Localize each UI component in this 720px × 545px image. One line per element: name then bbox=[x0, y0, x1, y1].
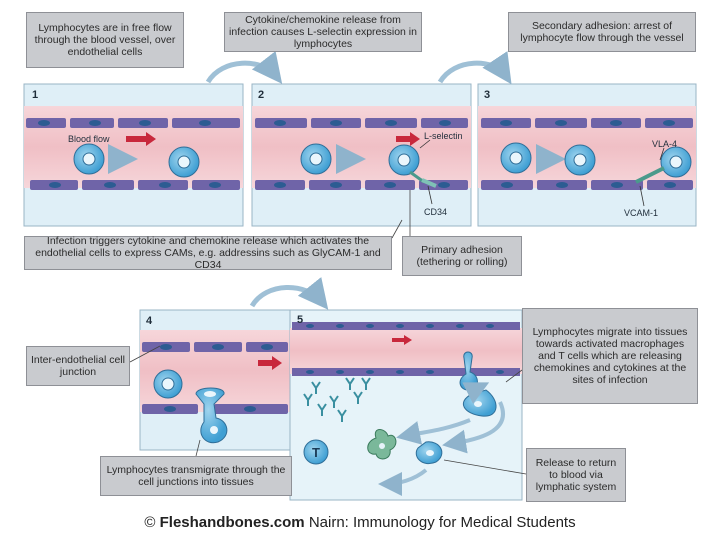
footer-source: Nairn: Immunology for Medical Students bbox=[308, 514, 576, 531]
blood-flow-arrow bbox=[126, 132, 156, 146]
callout-free-flow: Lymphocytes are in free flow through the… bbox=[26, 12, 184, 68]
vla4-label: VLA-4 bbox=[652, 139, 677, 149]
migration-arrow bbox=[442, 401, 505, 454]
blood-flow-arrow bbox=[258, 356, 282, 370]
panel-3-number: 3 bbox=[484, 89, 490, 101]
panel-4-number: 4 bbox=[146, 315, 153, 327]
migration-arrow bbox=[396, 418, 471, 445]
l-selectin-label: L-selectin bbox=[424, 131, 463, 141]
footer-brand: Fleshandbones.com bbox=[159, 514, 305, 531]
panel-1-number: 1 bbox=[32, 89, 38, 101]
panel-5-number: 5 bbox=[297, 314, 303, 326]
step-arrow bbox=[249, 277, 329, 310]
return-arrow bbox=[378, 468, 428, 496]
vcam1-label: VCAM-1 bbox=[624, 208, 658, 218]
blood-flow-arrow bbox=[392, 335, 412, 345]
migration-arrow bbox=[462, 382, 490, 404]
callout-transmigration: Lymphocytes transmigrate through the cel… bbox=[100, 456, 292, 496]
step-arrow bbox=[205, 51, 283, 84]
panel-5: 5 T bbox=[289, 309, 523, 501]
endothelium-bottom bbox=[30, 180, 240, 190]
panel-3: 3 VLA-4 VCAM-1 bbox=[477, 83, 697, 227]
lymphocyte bbox=[153, 369, 183, 399]
blood-flow-label: Blood flow bbox=[68, 134, 110, 144]
lymphocyte bbox=[168, 146, 200, 178]
lymphocyte bbox=[73, 143, 105, 175]
lymphocyte bbox=[500, 142, 532, 174]
lymphocyte bbox=[564, 144, 596, 176]
lymphocyte bbox=[300, 143, 332, 175]
t-cell-label: T bbox=[312, 445, 320, 460]
callout-cell-junction: Inter-endothelial cell junction bbox=[26, 346, 130, 386]
chemokine-molecules bbox=[303, 377, 371, 422]
endothelium-top bbox=[26, 118, 240, 128]
step-arrow bbox=[437, 51, 512, 85]
t-cell: T bbox=[303, 439, 329, 465]
callout-lymphatic-return: Release to return to blood via lymphatic… bbox=[526, 448, 626, 502]
panel-1: 1 Blood flow bbox=[23, 83, 244, 227]
callout-secondary-adhesion: Secondary adhesion: arrest of lymphocyte… bbox=[508, 12, 696, 52]
cd34-label: CD34 bbox=[424, 207, 447, 217]
panel-4: 4 bbox=[139, 309, 291, 451]
callout-tissue-migration: Lymphocytes migrate into tissues towards… bbox=[522, 308, 698, 404]
lymphocyte bbox=[660, 146, 692, 178]
callout-l-selectin-expression: Cytokine/chemokine release from infectio… bbox=[224, 12, 422, 52]
lymphocyte bbox=[388, 144, 420, 176]
footer-credit: © Fleshandbones.com Nairn: Immunology fo… bbox=[0, 514, 720, 531]
l-selectin-molecule bbox=[409, 170, 425, 184]
cd34-molecule bbox=[421, 178, 437, 188]
copyright-symbol: © bbox=[144, 514, 156, 531]
blood-flow-arrow bbox=[396, 132, 420, 146]
transmigrating-lymphocyte bbox=[195, 387, 228, 444]
vla4-vcam1-binding bbox=[635, 166, 665, 184]
callout-infection-cams: Infection triggers cytokine and chemokin… bbox=[24, 235, 392, 271]
panel-2-number: 2 bbox=[258, 89, 264, 101]
panel-2: 2 L-selectin CD34 bbox=[251, 83, 472, 227]
callout-primary-adhesion: Primary adhesion (tethering or rolling) bbox=[402, 236, 522, 276]
